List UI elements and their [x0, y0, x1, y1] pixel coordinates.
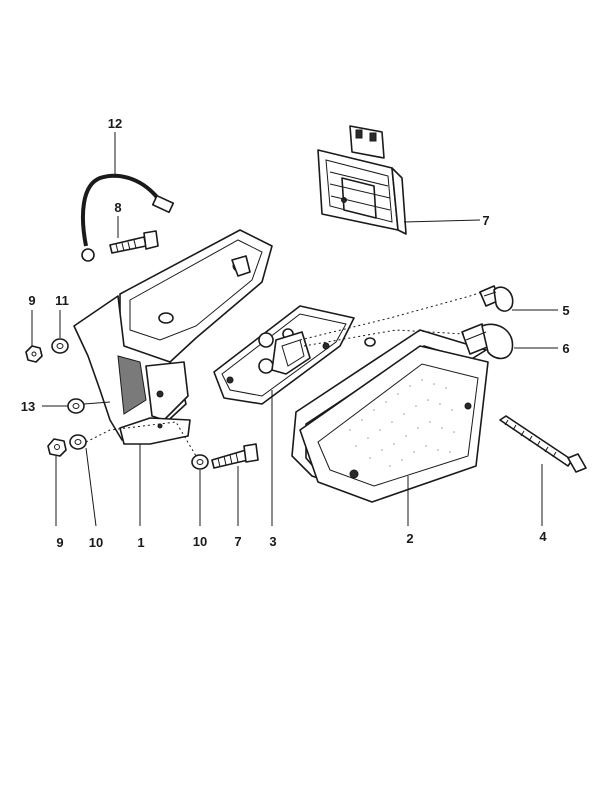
callout-4: 4: [539, 529, 547, 544]
callout-7-top: 7: [482, 213, 489, 228]
ground-wire-part-12: [80, 173, 175, 262]
washer-part-10-left: [69, 434, 87, 450]
callout-5: 5: [562, 303, 569, 318]
bulb-part-6: [461, 323, 514, 360]
callout-13: 13: [21, 399, 35, 414]
tail-light-lens-part-2: [299, 345, 489, 503]
washer-part-13: [67, 398, 85, 414]
callout-10-left: 10: [89, 535, 103, 550]
callout-9-top: 9: [28, 293, 35, 308]
nut-part-9-top: [25, 345, 43, 363]
callout-numbers: 12 8 7 9 11 5 6 13 9 10 1 10 7 3 2 4: [21, 116, 570, 550]
callout-7-bottom: 7: [234, 534, 241, 549]
long-screw-part-4: [499, 415, 587, 473]
bulb-part-5: [479, 285, 514, 312]
small-nut: [364, 337, 376, 347]
callout-3: 3: [269, 534, 276, 549]
callout-6: 6: [562, 341, 569, 356]
screw-part-8: [109, 230, 159, 254]
callout-12: 12: [108, 116, 122, 131]
screw-part-7: [211, 443, 259, 469]
leader-lines: [31, 132, 558, 527]
callout-10-mid: 10: [193, 534, 207, 549]
callout-1: 1: [137, 535, 144, 550]
callout-2: 2: [406, 531, 413, 546]
callout-9-bottom: 9: [56, 535, 63, 550]
plate-light-part-7: [317, 125, 407, 235]
mount-bracket-part-1: [73, 229, 273, 445]
bulb-holder-plate-part-3: [213, 305, 355, 405]
washer-part-10: [191, 454, 209, 470]
lock-washer-part-11: [51, 338, 69, 354]
callout-11: 11: [55, 293, 69, 308]
callout-8: 8: [114, 200, 121, 215]
nut-part-9-bottom: [47, 438, 67, 457]
